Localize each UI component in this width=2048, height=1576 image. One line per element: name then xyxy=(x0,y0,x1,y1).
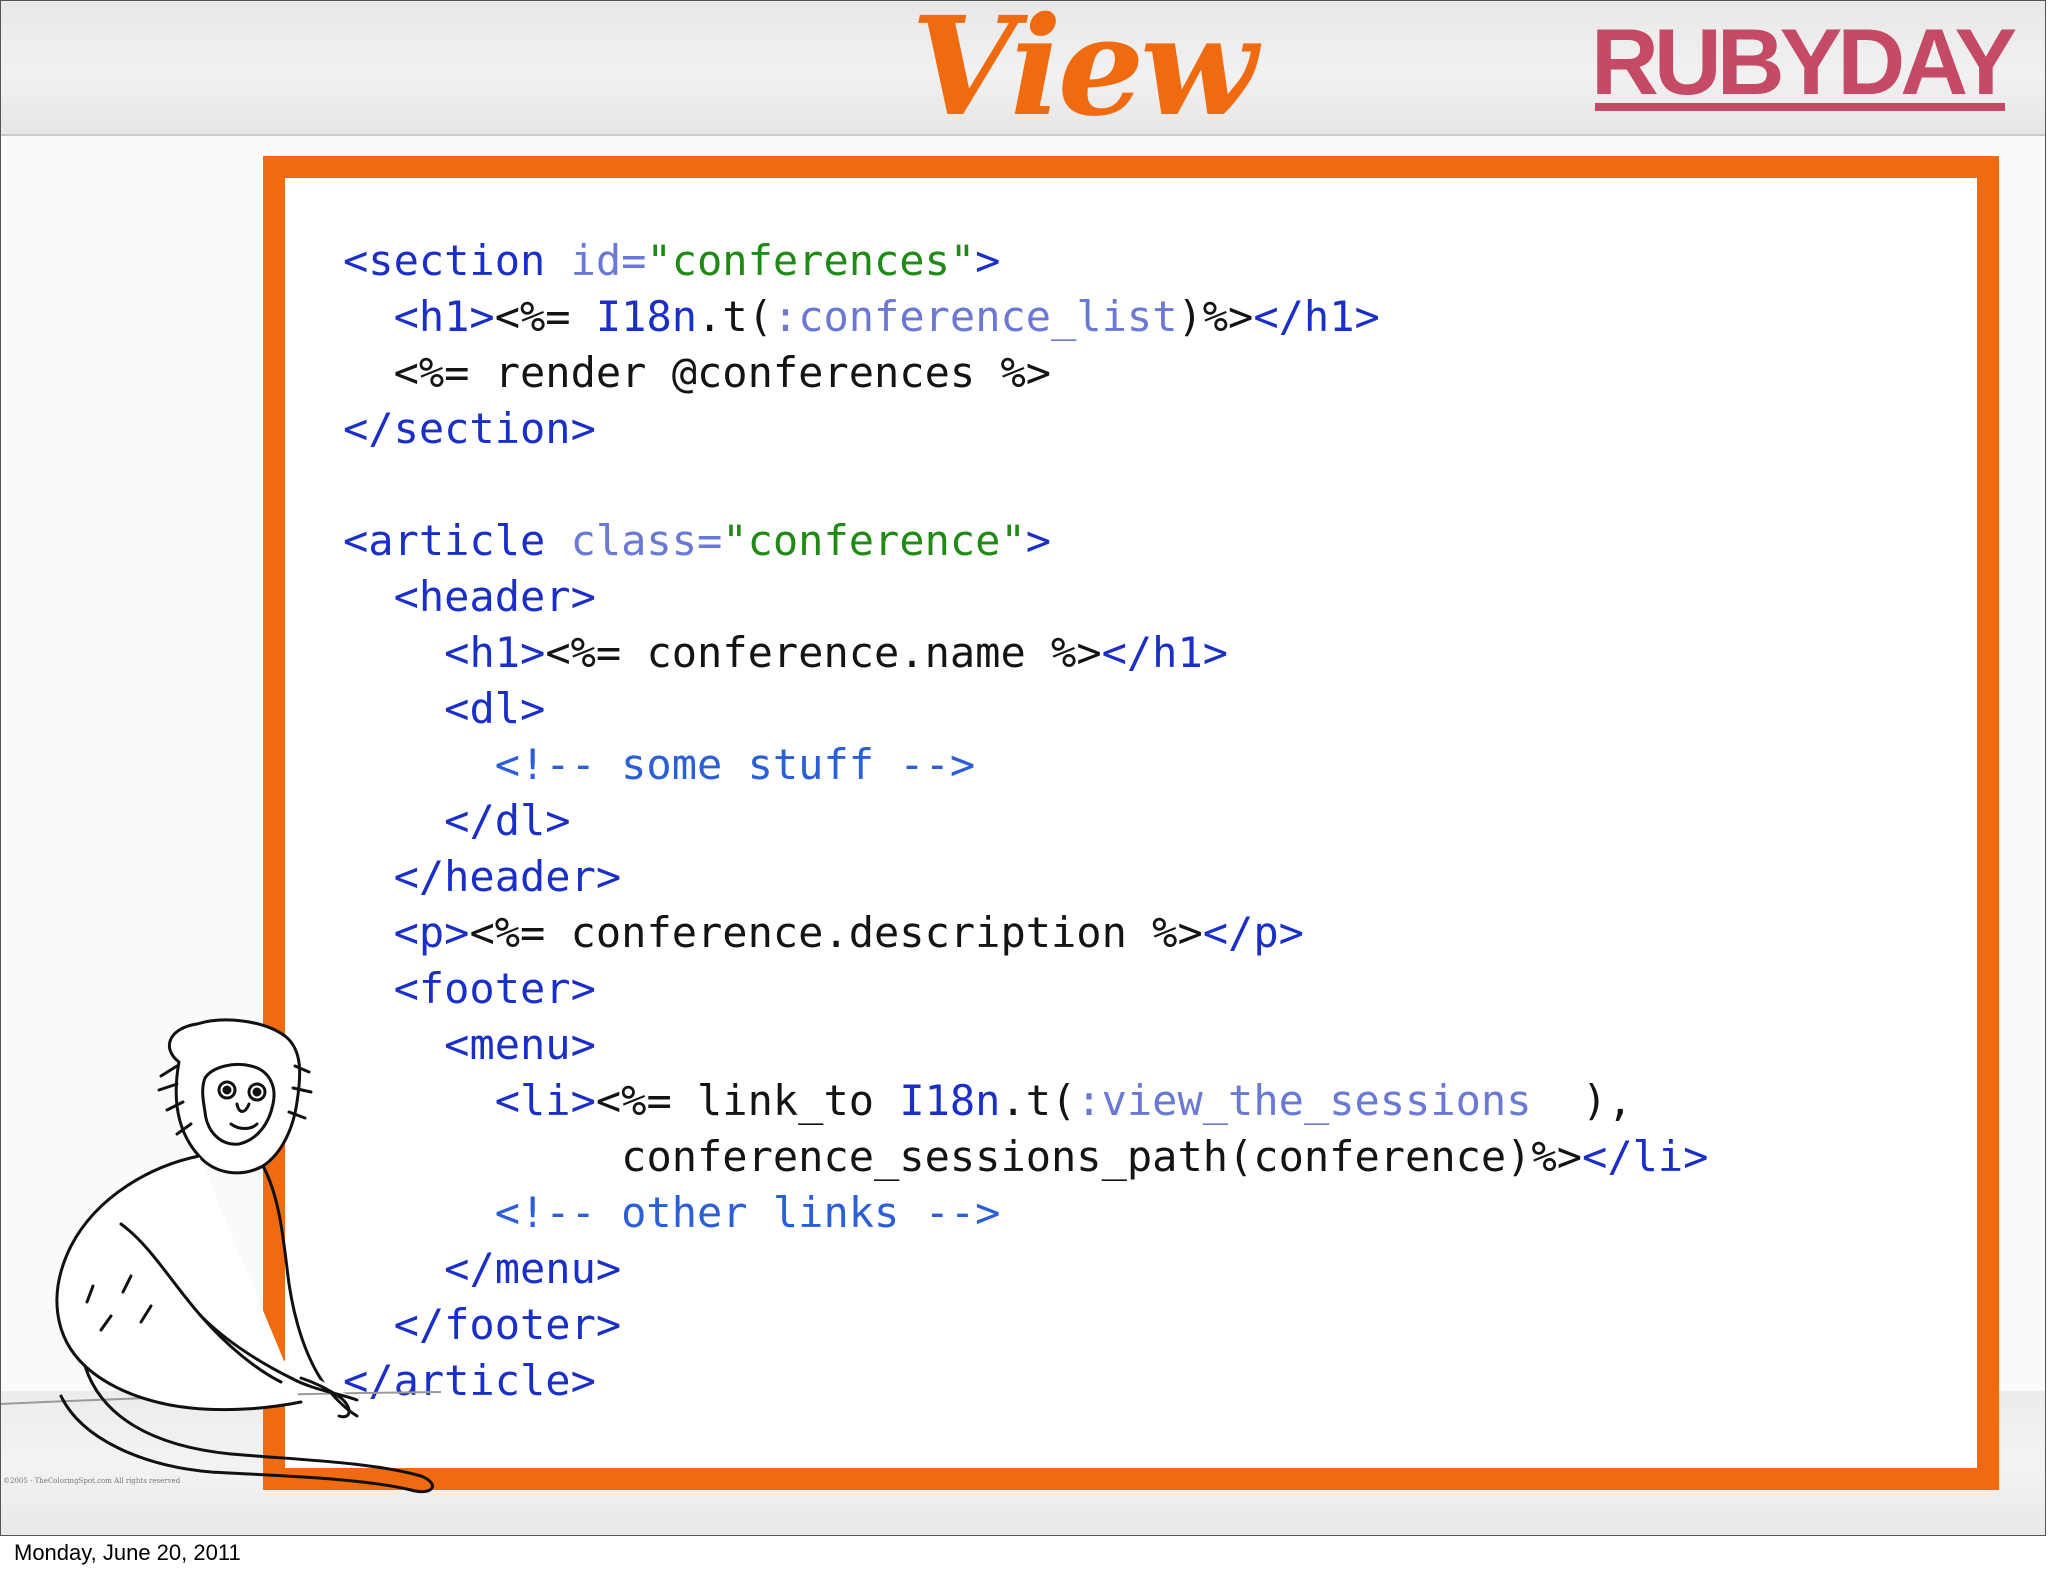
slide-title: View xyxy=(911,0,1257,147)
header-band xyxy=(1,1,2045,136)
code-line: <li><%= link_to I18n.t(:view_the_session… xyxy=(494,1076,1633,1125)
rubyday-logo-underline xyxy=(1595,103,2005,111)
code-line: <footer> xyxy=(393,964,596,1013)
code-line: </footer> xyxy=(393,1300,622,1349)
rubyday-logo: RUBYDAY xyxy=(1591,9,2017,114)
code-line: </header> xyxy=(393,852,622,901)
code-line: </article> xyxy=(343,1356,596,1405)
code-line: </dl> xyxy=(444,796,571,845)
code-frame xyxy=(263,156,1999,1490)
footer-date: Monday, June 20, 2011 xyxy=(14,1540,241,1565)
code-line: <h1><%= I18n.t(:conference_list)%></h1> xyxy=(393,292,1380,341)
slide: View RUBYDAY <section id="conferences"> … xyxy=(0,0,2046,1536)
code-line: <!-- other links --> xyxy=(494,1188,1001,1237)
code-line: <header> xyxy=(393,572,596,621)
code-line: <section id="conferences"> xyxy=(343,236,1001,285)
code-line: <dl> xyxy=(444,684,546,733)
rubyday-logo-text: RUBYDAY xyxy=(1591,9,2017,114)
image-credit: ©2005 - TheColoringSpot.com All rights r… xyxy=(3,1477,181,1485)
code-line: <p><%= conference.description %></p> xyxy=(393,908,1304,957)
code-line: </menu> xyxy=(444,1244,622,1293)
code-line: <menu> xyxy=(444,1020,596,1069)
code-block: <section id="conferences"> <h1><%= I18n.… xyxy=(343,233,1708,1409)
code-line: conference_sessions_path(conference)%></… xyxy=(621,1132,1709,1181)
code-line: <!-- some stuff --> xyxy=(494,740,976,789)
code-line-blank xyxy=(343,457,1708,513)
code-line: <article class="conference"> xyxy=(343,516,1052,565)
monkey-illustration xyxy=(1,1018,441,1493)
code-line: <h1><%= conference.name %></h1> xyxy=(444,628,1229,677)
code-line: <%= render @conferences %> xyxy=(393,348,1052,397)
code-line: </section> xyxy=(343,404,596,453)
